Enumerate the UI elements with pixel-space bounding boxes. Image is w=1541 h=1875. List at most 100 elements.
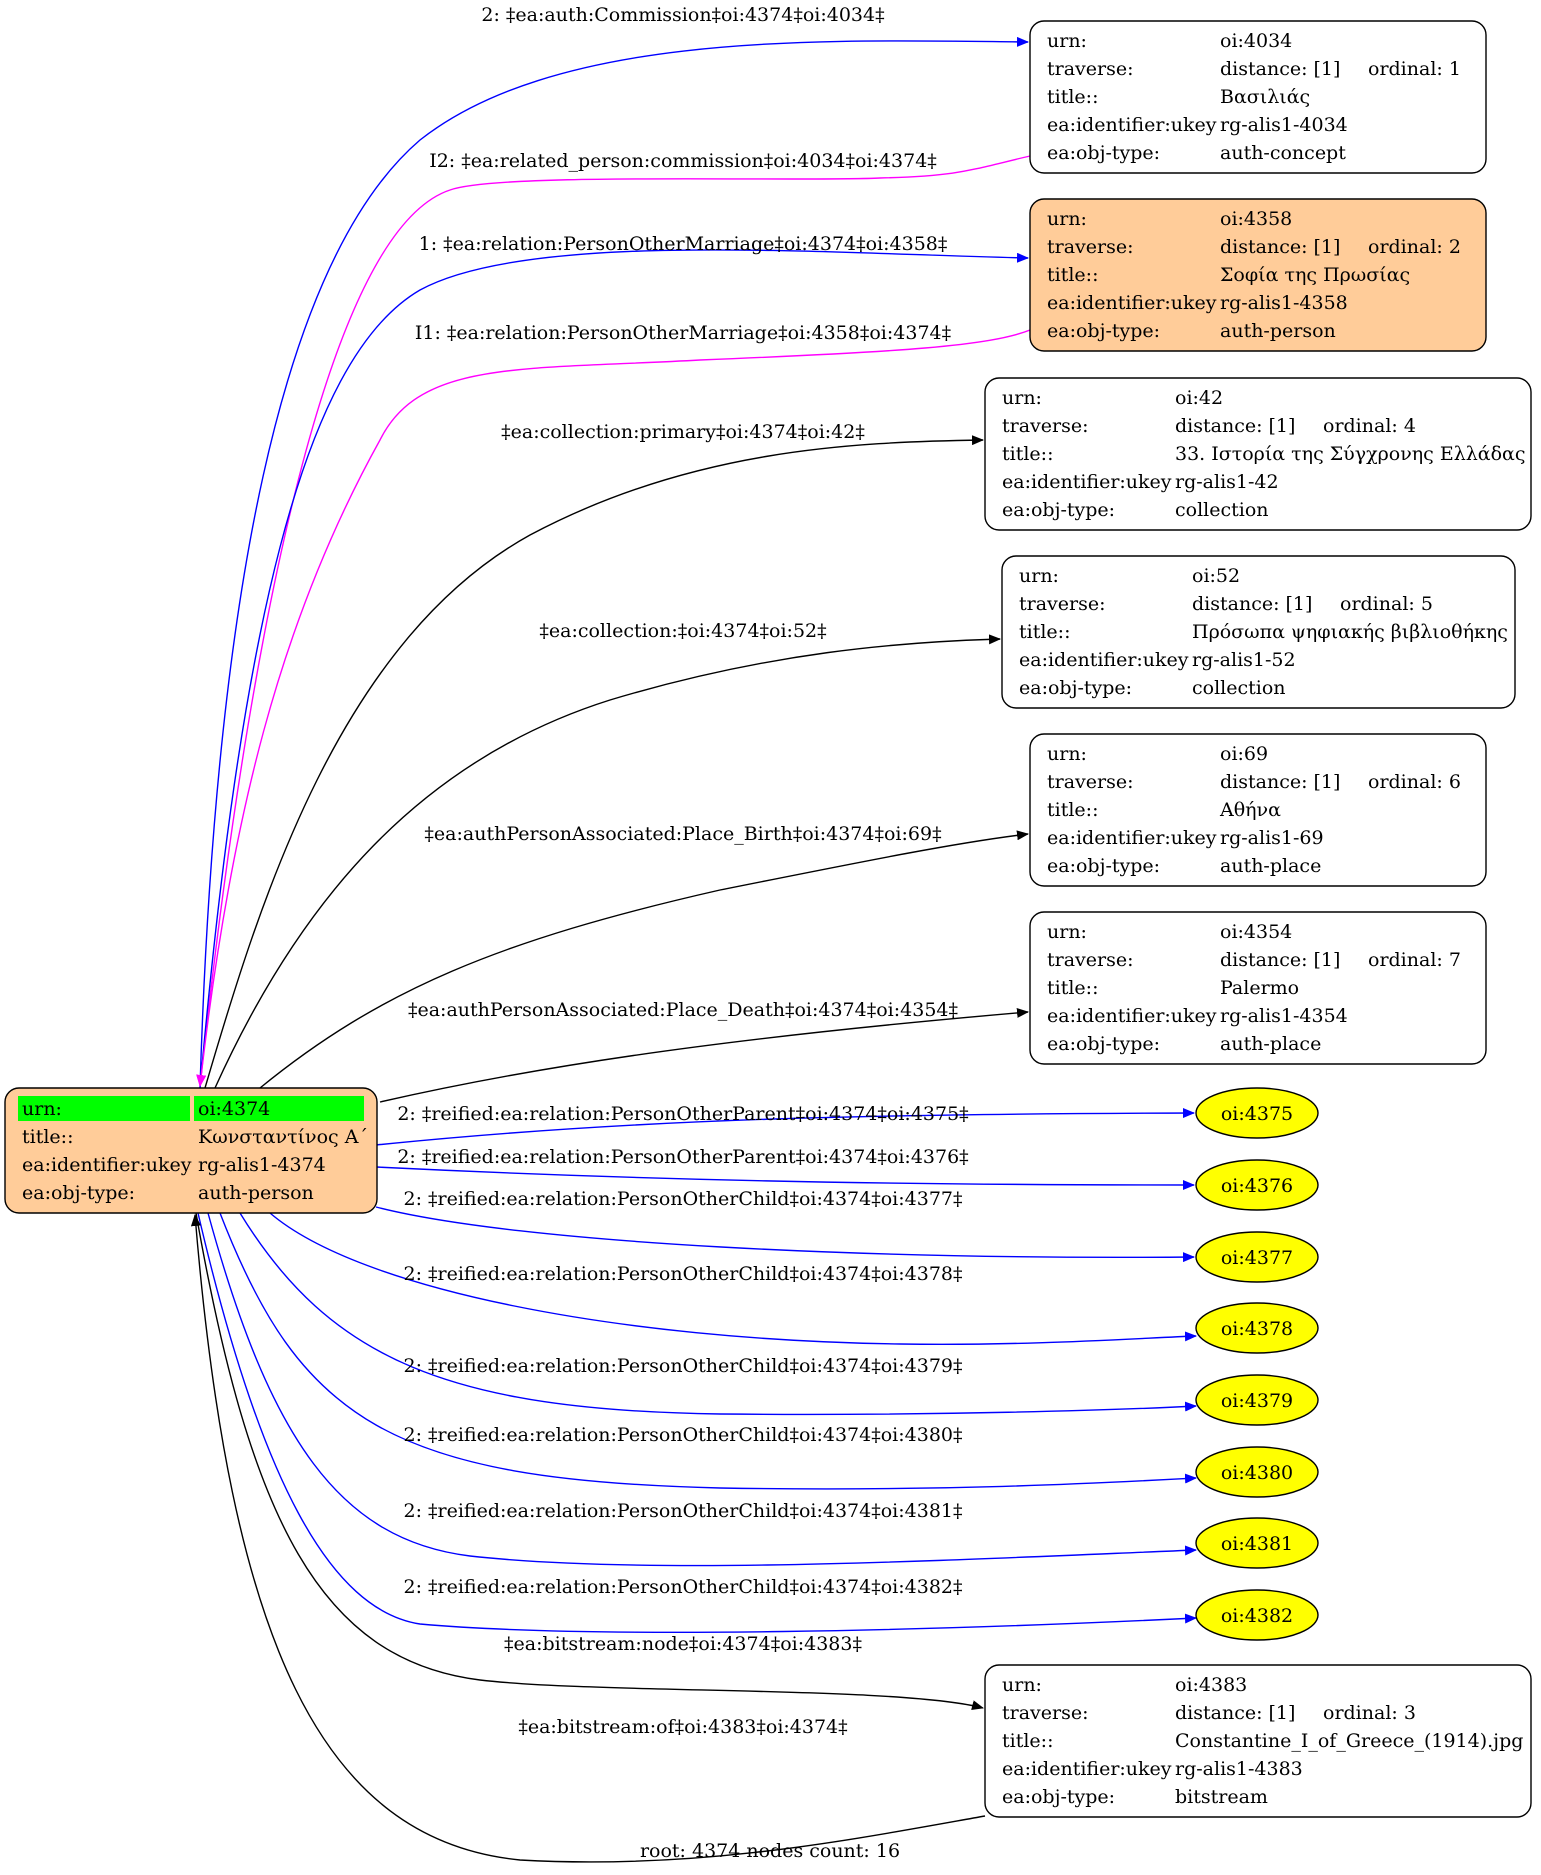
record-key-title: title:: (1019, 621, 1070, 643)
edge-label: 2: ‡reified:ea:relation:PersonOtherChild… (404, 1355, 963, 1377)
record-key-ukey: ea:identifier:ukey (1047, 114, 1217, 136)
record-node-box (1029, 733, 1487, 887)
edge-line (219, 1212, 1197, 1490)
edge-line (259, 830, 1029, 1089)
record-key-urn: urn: (1047, 743, 1087, 765)
leaf-node-label: oi:4375 (1221, 1103, 1293, 1125)
record-value-ordinal: ordinal: 5 (1340, 593, 1433, 615)
record-value-ordinal: ordinal: 7 (1368, 949, 1461, 971)
leaf-node[interactable]: oi:4380 (1195, 1446, 1319, 1498)
record-key-traverse: traverse: (1002, 415, 1089, 437)
record-value-title: 33. Ιστορία της Σύγχρονης Ελλάδας (1175, 443, 1526, 465)
record-value-title: Palermo (1220, 977, 1299, 999)
edge: ‡ea:collection:‡oi:4374‡oi:52‡ (214, 620, 1001, 1089)
leaf-node[interactable]: oi:4379 (1195, 1374, 1319, 1426)
edge-label: 2: ‡ea:auth:Commission‡oi:4374‡oi:4034‡ (481, 4, 884, 26)
record-value-ordinal: ordinal: 1 (1368, 58, 1461, 80)
leaf-node-label: oi:4377 (1221, 1247, 1293, 1269)
leaf-node[interactable]: oi:4382 (1195, 1589, 1319, 1641)
record-value-ordinal: ordinal: 3 (1323, 1702, 1416, 1724)
record-value-ordinal: ordinal: 2 (1368, 236, 1461, 258)
record-value-urn: oi:4383 (1175, 1674, 1247, 1696)
edge-line (197, 1212, 1197, 1633)
record-value-distance: distance: [1] (1220, 771, 1340, 793)
edges-layer: 2: ‡ea:auth:Commission‡oi:4374‡oi:4034‡ I… (190, 4, 1197, 1863)
edge-line (207, 1212, 1197, 1567)
edge-label: ‡ea:bitstream:of‡oi:4383‡oi:4374‡ (518, 1716, 847, 1738)
record-value-ukey: rg-alis1-42 (1175, 471, 1279, 493)
record-value-obj-type: auth-concept (1220, 142, 1346, 164)
edge-line (195, 1212, 984, 1711)
edge-label: 2: ‡reified:ea:relation:PersonOtherChild… (404, 1263, 963, 1285)
edge-line (379, 1007, 1029, 1103)
record-value-obj-type: collection (1192, 677, 1286, 699)
record-value-urn: oi:52 (1192, 565, 1240, 587)
record-key-title: title:: (1002, 1730, 1053, 1752)
record-key-ukey: ea:identifier:ukey (1047, 1005, 1217, 1027)
record-key-urn: urn: (1002, 1674, 1042, 1696)
root-urn-value-highlight (194, 1096, 364, 1121)
edge: ‡ea:bitstream:node‡oi:4374‡oi:4383‡ (195, 1212, 984, 1711)
edge-line (375, 1166, 1195, 1190)
edge: ‡ea:authPersonAssociated:Place_Death‡oi:… (379, 999, 1029, 1103)
leaf-node[interactable]: oi:4378 (1195, 1302, 1319, 1354)
record-value-title: Constantine_I_of_Greece_(1914).jpg (1175, 1730, 1523, 1752)
record-value-ukey: rg-alis1-4354 (1220, 1005, 1348, 1027)
record-key-obj-type: ea:obj-type: (1002, 1786, 1115, 1808)
edge-line (190, 1214, 986, 1863)
edge: ‡ea:collection:primary‡oi:4374‡oi:42‡ (204, 421, 984, 1089)
edge-label: 1: ‡ea:relation:PersonOtherMarriage‡oi:4… (419, 233, 948, 255)
record-value-ukey: rg-alis1-4383 (1175, 1758, 1303, 1780)
record-value-urn: oi:4354 (1220, 921, 1292, 943)
edge: 2: ‡ea:auth:Commission‡oi:4374‡oi:4034‡ (199, 4, 1029, 1089)
edge-label: 2: ‡reified:ea:relation:PersonOtherChild… (404, 1500, 963, 1522)
edge-line (239, 1212, 1197, 1416)
edge-line (199, 249, 1029, 1089)
record-value-ukey: rg-alis1-4034 (1220, 114, 1348, 136)
edge-label: ‡ea:collection:‡oi:4374‡oi:52‡ (539, 620, 826, 642)
record-value-ukey: rg-alis1-52 (1192, 649, 1296, 671)
edge-label: I1: ‡ea:relation:PersonOtherMarriage‡oi:… (415, 322, 951, 344)
leaf-node[interactable]: oi:4376 (1195, 1159, 1319, 1211)
root-row-key: urn: (22, 1098, 62, 1120)
record-value-obj-type: auth-place (1220, 1033, 1321, 1055)
leaf-node[interactable]: oi:4375 (1195, 1087, 1319, 1139)
record-value-distance: distance: [1] (1175, 1702, 1295, 1724)
edge: I2: ‡ea:related_person:commission‡oi:403… (196, 150, 1031, 1087)
leaf-node-ellipse (1195, 1589, 1319, 1641)
record-value-ordinal: ordinal: 6 (1368, 771, 1461, 793)
root-row-key: title:: (22, 1126, 73, 1148)
record-key-title: title:: (1047, 977, 1098, 999)
root-row-value: Κωνσταντίνος Α΄ (198, 1126, 368, 1148)
record-key-urn: urn: (1047, 921, 1087, 943)
leaf-node-label: oi:4382 (1221, 1605, 1293, 1627)
record-key-urn: urn: (1019, 565, 1059, 587)
edge-line (375, 1108, 1195, 1146)
record-key-ukey: ea:identifier:ukey (1019, 649, 1189, 671)
leaf-node[interactable]: oi:4381 (1195, 1517, 1319, 1569)
record-key-urn: urn: (1002, 387, 1042, 409)
record-value-obj-type: bitstream (1175, 1786, 1268, 1808)
edge-line (375, 1206, 1195, 1263)
record-key-traverse: traverse: (1047, 949, 1134, 971)
edge-label: 2: ‡reified:ea:relation:PersonOtherChild… (404, 1576, 963, 1598)
record-node-box (984, 377, 1532, 531)
leaf-node-ellipse (1195, 1159, 1319, 1211)
edge-label: 2: ‡reified:ea:relation:PersonOtherChild… (404, 1424, 963, 1446)
record-key-traverse: traverse: (1047, 236, 1134, 258)
leaf-node-ellipse (1195, 1374, 1319, 1426)
leaf-node[interactable]: oi:4377 (1195, 1231, 1319, 1283)
record-key-urn: urn: (1047, 208, 1087, 230)
root-row-value: rg-alis1-4374 (198, 1154, 326, 1176)
root-urn-key-highlight (18, 1096, 190, 1121)
record-key-obj-type: ea:obj-type: (1047, 855, 1160, 877)
edge-line (199, 36, 1029, 1089)
